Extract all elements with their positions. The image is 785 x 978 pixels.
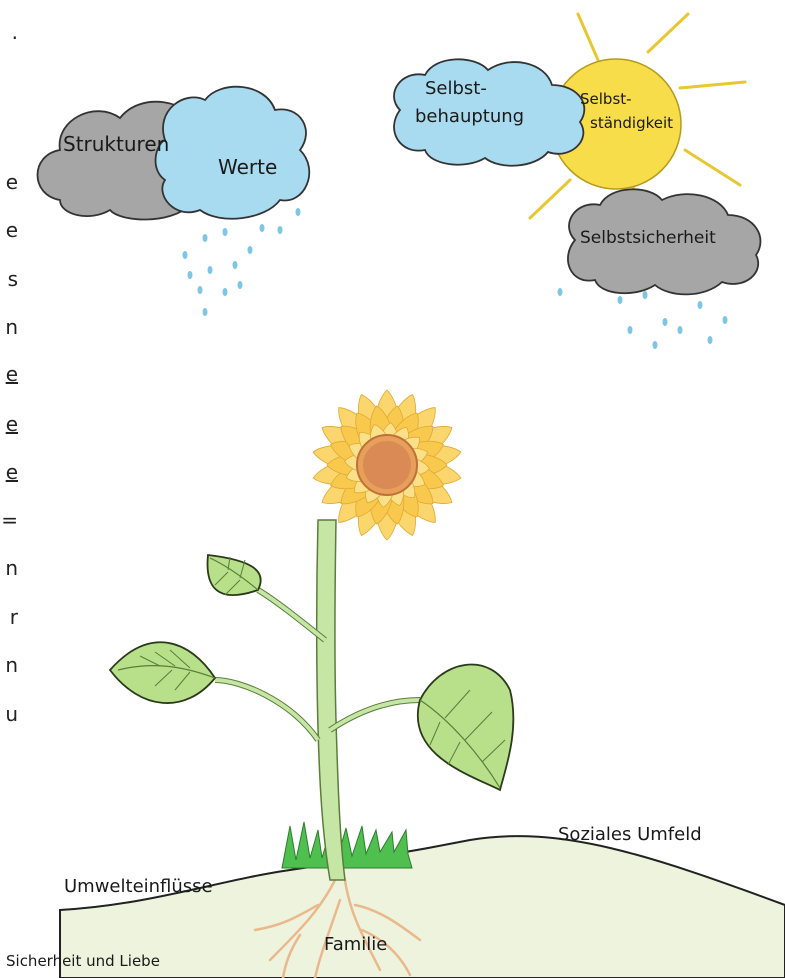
rain-drop	[698, 301, 703, 309]
rain-drop	[723, 316, 728, 324]
rain-drop	[208, 266, 213, 274]
label-selbstbehauptung-line1: Selbst-	[425, 78, 487, 99]
rain-drop	[260, 224, 265, 232]
rain-drop	[643, 291, 648, 299]
rain-drop	[238, 281, 243, 289]
rain-drop	[248, 246, 253, 254]
rain-drop	[678, 326, 683, 334]
label-selbststaendigkeit-line1: Selbst-	[580, 90, 632, 108]
label-familie: Familie	[324, 934, 387, 955]
label-werte: Werte	[218, 155, 277, 179]
label-umwelteinfluesse: Umwelteinflüsse	[64, 876, 213, 897]
rain-drop	[653, 341, 658, 349]
rain-drop	[278, 226, 283, 234]
rain-drop	[203, 308, 208, 316]
edge-letter: n	[0, 315, 18, 339]
edge-letter: r	[0, 605, 18, 629]
rain-drop	[708, 336, 713, 344]
rain-drop	[188, 271, 193, 279]
rain-drop	[183, 251, 188, 259]
grass	[282, 822, 412, 868]
leaf-upper-left	[208, 555, 261, 595]
leaf-left	[110, 642, 215, 703]
edge-letter: e	[0, 362, 18, 386]
edge-letter: n	[0, 653, 18, 677]
sunflower-head	[311, 390, 463, 540]
rain-drop	[203, 234, 208, 242]
label-selbstsicherheit: Selbstsicherheit	[580, 228, 716, 248]
edge-letter: n	[0, 556, 18, 580]
rain-drop	[296, 208, 301, 216]
edge-letter: u	[0, 702, 18, 726]
rain-drop	[198, 286, 203, 294]
label-soziales-umfeld: Soziales Umfeld	[558, 824, 702, 845]
hill	[60, 836, 785, 978]
edge-letter: e	[0, 412, 18, 436]
rain-drop	[233, 261, 238, 269]
cloud-werte	[156, 87, 310, 219]
leaf-right	[418, 665, 514, 790]
label-selbststaendigkeit-line2: ständigkeit	[590, 114, 673, 132]
label-sicherheit-und-liebe: Sicherheit und Liebe	[6, 952, 160, 970]
rain-drop	[663, 318, 668, 326]
rain-drop	[628, 326, 633, 334]
label-selbstbehauptung-line2: behauptung	[415, 106, 524, 127]
edge-letter: e	[0, 218, 18, 242]
rain-drop	[223, 288, 228, 296]
rain-drop	[618, 296, 623, 304]
label-strukturen: Strukturen	[63, 132, 169, 156]
edge-letter: e	[0, 170, 18, 194]
edge-letter: e	[0, 460, 18, 484]
rain-drop	[558, 288, 563, 296]
edge-letter: s	[0, 267, 18, 291]
rain-drop	[223, 228, 228, 236]
edge-letter: .	[0, 20, 18, 44]
edge-letter: =	[0, 508, 18, 532]
cropped-text-edge: . e e s n e e e = n r n u	[0, 0, 20, 978]
